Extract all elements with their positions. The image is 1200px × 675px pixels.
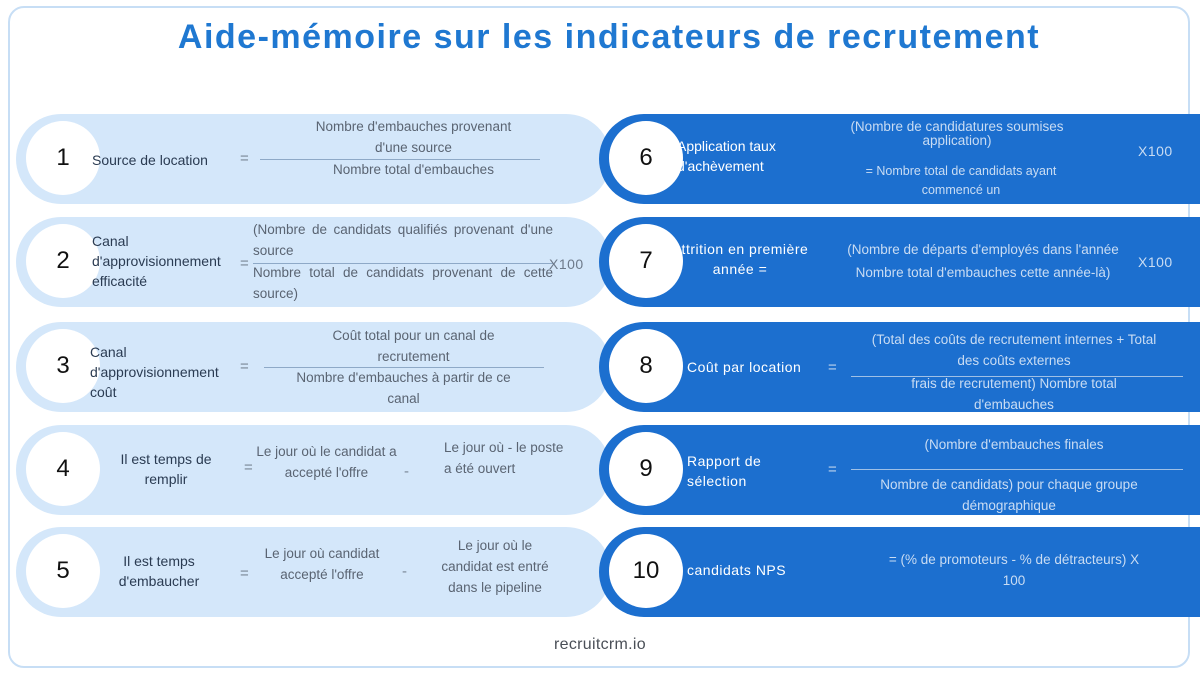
metric-number-circle: 10 [609, 534, 683, 608]
formula: = (% de promoteurs - % de détracteurs) X… [888, 552, 1140, 588]
metric-label: Canal d'approvisionnement coût [90, 344, 219, 400]
metric-number-circle: 3 [26, 329, 100, 403]
metric-label: Source de location [92, 152, 208, 168]
formula-numerator: (Nombre de départs d'employés dans l'ann… [847, 242, 1119, 257]
metric-card-3: 3 Canal d'approvisionnement coût = Coût … [16, 322, 611, 412]
metric-number-circle: 9 [609, 432, 683, 506]
metric-number-circle: 8 [609, 329, 683, 403]
metric-label: Il est temps d'embaucher [118, 553, 200, 589]
formula-term-2: Le jour où - le poste a été ouvert [444, 440, 564, 476]
fraction-bar [851, 376, 1183, 377]
equals-sign: = [828, 359, 837, 376]
metric-card-1: 1 Source de location = Nombre d'embauche… [16, 114, 611, 204]
formula-denominator: Nombre d'embauches à partir de ce canal [296, 370, 511, 406]
minus-sign: - [402, 563, 407, 580]
equals-sign: = [244, 459, 253, 476]
equals-sign: = [240, 565, 249, 582]
metric-label: Rapport de sélection [687, 453, 762, 489]
fraction-bar [264, 367, 544, 368]
formula-numerator: (Nombre de candidatures soumises applica… [850, 119, 1064, 148]
equals-sign: = [240, 358, 249, 375]
metric-card-10: 10 candidats NPS = (% de promoteurs - % … [599, 527, 1200, 617]
metric-number-circle: 4 [26, 432, 100, 506]
metric-card-5: 5 Il est temps d'embaucher = Le jour où … [16, 527, 611, 617]
metric-number-circle: 6 [609, 121, 683, 195]
formula-numerator: (Nombre d'embauches finales [924, 437, 1104, 452]
fraction-bar [851, 469, 1183, 470]
fraction-bar [253, 263, 553, 264]
formula-denominator: Nombre total d'embauches [333, 162, 494, 177]
formula-denominator: Nombre total d'embauches cette année-là) [855, 265, 1111, 280]
metric-card-6: 6 Application taux d'achèvement (Nombre … [599, 114, 1200, 204]
formula-denominator: Nombre total de candidats provenant de c… [253, 265, 553, 301]
metric-label: candidats NPS [687, 562, 787, 578]
formula-denominator: = Nombre total de candidats ayant commen… [865, 164, 1057, 197]
formula-term-1: Le jour où candidat accepté l'offre [264, 546, 380, 582]
metric-number-circle: 5 [26, 534, 100, 608]
metric-label: Il est temps de remplir [120, 451, 212, 487]
page-title: Aide-mémoire sur les indicateurs de recr… [177, 18, 1041, 56]
formula-numerator: Nombre d'embauches provenant d'une sourc… [315, 119, 512, 155]
multiplier-x100: X100 [1138, 143, 1173, 159]
formula-term-1: Le jour où le candidat a accepté l'offre [256, 444, 397, 480]
formula-denominator: frais de recrutement) Nombre total d'emb… [911, 376, 1117, 412]
metric-number-circle: 2 [26, 224, 100, 298]
equals-sign: = [828, 461, 837, 478]
metric-card-2: 2 Canal d'approvisionnement efficacité =… [16, 217, 611, 307]
metric-label: Coût par location [687, 359, 802, 375]
minus-sign: - [404, 463, 409, 480]
metric-label: Application taux d'achèvement [677, 138, 776, 174]
metric-number-circle: 1 [26, 121, 100, 195]
metric-card-9: 9 Rapport de sélection = (Nombre d'embau… [599, 425, 1200, 515]
multiplier-x100: X100 [549, 256, 584, 272]
metric-card-7: 7 Attrition en première année = (Nombre … [599, 217, 1200, 307]
multiplier-x100: X100 [1138, 254, 1173, 270]
formula-denominator: Nombre de candidats) pour chaque groupe … [880, 477, 1138, 513]
metric-card-4: 4 Il est temps de remplir = Le jour où l… [16, 425, 611, 515]
formula-numerator: Coût total pour un canal de recrutement [332, 328, 495, 364]
metric-label: Canal d'approvisionnement efficacité [92, 233, 221, 289]
equals-sign: = [240, 150, 249, 167]
metric-number-circle: 7 [609, 224, 683, 298]
fraction-bar [260, 159, 540, 160]
metric-label: Attrition en première année = [671, 241, 809, 277]
metric-card-8: 8 Coût par location = (Total des coûts d… [599, 322, 1200, 412]
footer-brand: recruitcrm.io [554, 636, 646, 653]
formula-numerator: (Total des coûts de recrutement internes… [871, 332, 1157, 368]
equals-sign: = [240, 255, 249, 272]
formula-numerator: (Nombre de candidats qualifiés provenant… [253, 222, 553, 258]
formula-term-2: Le jour où le candidat est entré dans le… [441, 538, 549, 595]
